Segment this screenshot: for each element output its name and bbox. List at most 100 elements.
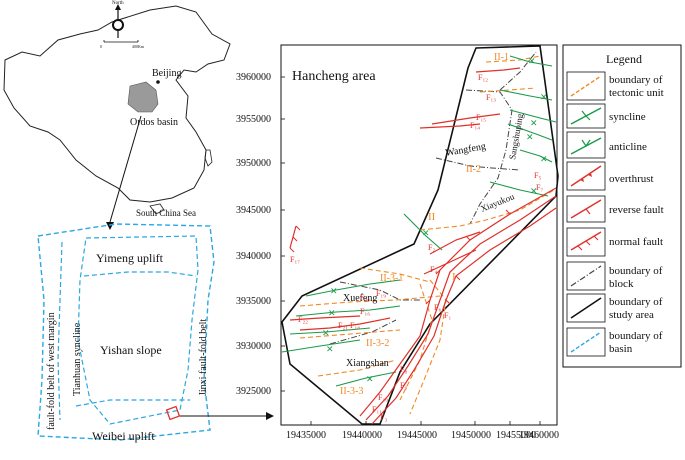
connector-arrow-1 [109, 115, 142, 223]
map-frame [280, 44, 558, 426]
syncline-arrows [581, 110, 591, 121]
basin-inner-outline [77, 235, 199, 425]
fault-label-F3: F₃ [380, 413, 387, 422]
fault-labels: F₁ F₂ F₃ F₄ F₅ F₆ F₇ F₈ F₉ F₁₀ F₁₁ F₁₂ F… [290, 73, 543, 422]
svg-text:✕: ✕ [422, 228, 430, 238]
fault-ticks [289, 209, 511, 305]
y-axis: 3960000 3955000 3950000 3945000 3940000 … [236, 72, 285, 397]
north-label: North [112, 1, 124, 6]
beijing-label: Beijing [152, 68, 181, 79]
svg-text:✕: ✕ [328, 308, 336, 318]
scale-end: 400Km [132, 44, 145, 49]
svg-text:✕: ✕ [528, 56, 536, 66]
block-xiayukou: Xiayukou [479, 191, 516, 214]
south-china-sea-label: South China Sea [136, 208, 196, 218]
hancheng-map: Hancheng area 3960000 3955000 3950000 39… [236, 44, 559, 441]
svg-text:✕: ✕ [322, 328, 330, 338]
unit-II-3-3: II-3-3 [340, 386, 363, 397]
ordos-basin-shape [127, 81, 159, 113]
x-tick: 19440000 [342, 430, 382, 441]
unit-II-3-2: II-3-2 [366, 338, 389, 349]
beijing-dot [156, 80, 160, 84]
svg-text:✕: ✕ [326, 344, 334, 354]
fault-label-F13: F₁₃ [486, 93, 496, 102]
china-overview-map: Beijing Ordos basin South China Sea Nort… [3, 1, 231, 230]
scale-bar [103, 40, 139, 43]
tectonic-boundary-icon [570, 75, 602, 97]
basin-boundary-icon [570, 331, 602, 353]
unit-II-3-1: II-3-1 [380, 273, 403, 284]
legend-basin-2: basin [609, 343, 633, 355]
weibei-boundary [75, 399, 190, 407]
fault-label-F2: F₂ [428, 243, 435, 252]
block-xiangshan: Xiangshan [346, 358, 389, 369]
normal-fault-ticks [577, 235, 599, 251]
legend-swatch-study [566, 293, 606, 323]
fault-label-F19: F₁₉ [376, 289, 386, 298]
x-axis: 19435000 19440000 19445000 19450000 1945… [286, 421, 559, 441]
fault-label-F9: F₉ [400, 381, 407, 390]
svg-text:✕: ✕ [526, 132, 534, 142]
connector-arrowhead-1 [106, 222, 114, 230]
unit-II-2: II-2 [466, 164, 481, 175]
y-tick: 3955000 [236, 114, 271, 125]
legend-swatch-reverse [566, 195, 606, 223]
fault-label-F21: F₂₁ [338, 321, 348, 330]
reverse-fault-tick [585, 208, 591, 215]
taiwan-island [204, 149, 213, 167]
fault-label-F22: F₂₂ [298, 315, 308, 324]
svg-text:✕: ✕ [540, 92, 548, 102]
x-tick: 19455000 [496, 430, 536, 441]
legend-block-1: boundary of [609, 265, 663, 277]
legend-swatch-anticline [566, 131, 606, 159]
basin-outline [37, 223, 215, 441]
china-outline [3, 5, 231, 203]
tianhuan-syncline-label: Tianhuan syncline [72, 322, 83, 396]
unit-I: I [452, 271, 456, 283]
legend-study-1: boundary of [609, 296, 663, 308]
scale-zero: 0 [100, 44, 102, 49]
overthrust-teeth [580, 173, 592, 182]
legend-syncline: syncline [609, 111, 646, 123]
legend-swatch-tectonic [566, 71, 606, 101]
map-title: Hancheng area [292, 69, 376, 84]
fault-label-F18: F₁₈ [350, 321, 360, 330]
fault-label-F4: F₄ [430, 265, 437, 274]
fault-label-F11: F₁₁ [372, 405, 382, 414]
fault-label-F6: F₆ [434, 303, 441, 312]
y-tick: 3940000 [236, 251, 271, 262]
x-tick: 19460000 [519, 430, 559, 441]
fault-label-F16: F₁₆ [360, 307, 370, 316]
legend-swatch-overthrust [566, 161, 606, 191]
y-tick: 3945000 [236, 205, 271, 216]
legend-swatch-block [566, 261, 606, 291]
tianhuan-boundary [57, 241, 63, 421]
yishan-slope-label: Yishan slope [100, 343, 162, 357]
legend-reverse: reverse fault [609, 204, 664, 216]
north-arrow-icon [112, 4, 124, 38]
ordos-label: Ordos basin [130, 117, 178, 128]
legend-swatch-syncline [566, 103, 606, 129]
fold-symbols: ✕✕✕ ✕✕✕ ✕✕✕ ✕✕✕ [322, 56, 548, 384]
jinxi-label: Jinxi fault-fold belt [198, 319, 209, 396]
svg-text:✕: ✕ [530, 186, 538, 196]
overthrust-icon [570, 165, 602, 187]
basin-sketch: Yimeng uplift Yishan slope Weibei uplift… [37, 223, 274, 443]
y-tick: 3950000 [236, 158, 271, 169]
block-boundaries [329, 51, 537, 345]
fault-label-F20: F₂₀ [360, 293, 370, 302]
block-sangshuping: Sangshuping [507, 112, 525, 160]
study-boundary-icon [570, 297, 602, 319]
fault-label-F1: F₁ [444, 311, 451, 320]
svg-text:✕: ✕ [330, 286, 338, 296]
y-tick: 3930000 [236, 341, 271, 352]
legend-title: Legend [606, 52, 642, 66]
legend-basin-1: boundary of [609, 330, 663, 342]
legend-swatch-basin [566, 327, 606, 357]
fault-label-F17: F₁₇ [290, 255, 300, 264]
fault-label-F14: F₁₄ [470, 121, 480, 130]
svg-text:✕: ✕ [540, 154, 548, 164]
fault-label-F15: F₁₅ [476, 113, 486, 122]
legend-frame [562, 44, 682, 368]
